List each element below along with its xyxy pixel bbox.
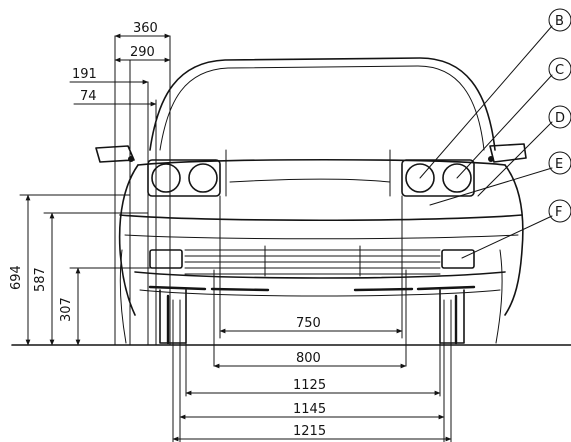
callout-b-circle	[548, 8, 571, 32]
car-body	[118, 57, 524, 316]
callout-e-circle	[548, 151, 571, 175]
spoiler-strips	[148, 285, 476, 292]
fog-light-left	[149, 249, 183, 269]
dim-1215-label: 1215	[293, 424, 326, 439]
callout-f-circle	[548, 199, 571, 223]
dim-694-label: 694	[9, 265, 24, 290]
dimension-bottom: 750 800 1125 1145 1215	[172, 316, 452, 442]
right-fender-line	[495, 249, 503, 344]
dim-750-label: 750	[296, 316, 321, 331]
mirror-right	[488, 143, 527, 163]
dim-360-label: 360	[133, 21, 158, 36]
dim-307-label: 307	[59, 297, 74, 322]
dim-1145-label: 1145	[293, 402, 326, 417]
dimension-left: 694 587 307	[9, 194, 151, 346]
dim-1125-label: 1125	[293, 378, 326, 393]
callout-d-label: D	[555, 111, 565, 126]
callout-b-label: B	[555, 14, 564, 29]
callout-c-label: C	[555, 63, 564, 78]
dim-191-label: 191	[72, 67, 97, 82]
dim-290-label: 290	[130, 45, 155, 60]
callout-c-circle	[548, 57, 571, 81]
callouts: B C D E F	[419, 8, 571, 259]
headlights-right	[401, 159, 475, 197]
fog-light-right	[441, 249, 475, 269]
dim-587-label: 587	[33, 267, 48, 292]
dim-74-label: 74	[80, 89, 97, 104]
callout-e-label: E	[555, 157, 563, 172]
callout-d-circle	[548, 105, 571, 129]
grille	[184, 245, 441, 277]
headlights-left	[147, 159, 221, 197]
left-fender-line	[119, 249, 127, 344]
dimension-top: 360 290 191 74	[69, 21, 171, 107]
callout-f-label: F	[555, 205, 562, 220]
dim-800-label: 800	[296, 351, 321, 366]
